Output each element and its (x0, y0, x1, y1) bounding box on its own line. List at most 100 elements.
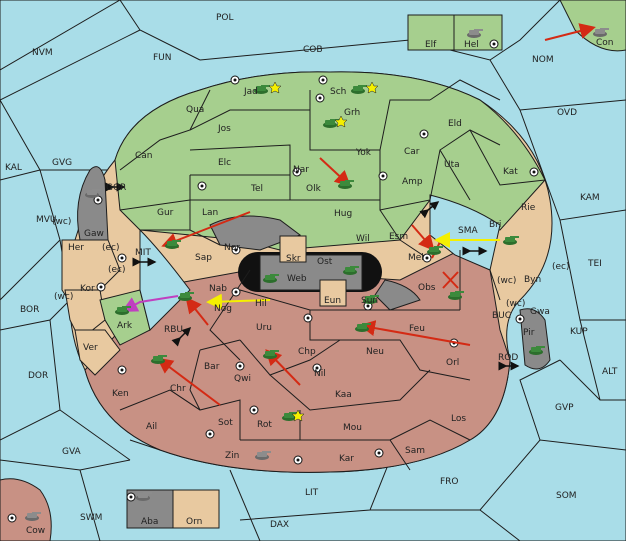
supply-center-marker (515, 314, 525, 324)
province-label-hil: Hil (255, 299, 267, 309)
province-label-nog: Nog (214, 304, 232, 314)
province-label-rot: Rot (257, 420, 272, 430)
sea-label-rbu: RBU (164, 325, 183, 335)
canal-arrow (171, 326, 192, 347)
province-label-gaw: Gaw (84, 229, 104, 239)
province-skr[interactable] (279, 235, 307, 263)
main-continent (61, 71, 553, 473)
province-label-hel: Hel (464, 40, 479, 50)
province-label-obs: Obs (418, 283, 436, 293)
province-eun[interactable] (319, 279, 347, 307)
coast-label: (wc) (506, 299, 525, 309)
province-label-bar: Bar (204, 362, 220, 372)
supply-center-marker (312, 363, 322, 373)
province-label-los: Los (451, 414, 466, 424)
sea-label-fun: FUN (153, 53, 172, 63)
sea-label-pol: POL (216, 13, 234, 23)
province-label-orn: Orn (186, 517, 202, 527)
sea-label-lit: LIT (305, 488, 319, 498)
province-label-olk: Olk (306, 184, 322, 194)
sea-labels: POL NVM FUN COB NOM OVD KAL GVG KAM MVU … (5, 13, 618, 530)
province-label-kat: Kat (503, 167, 518, 177)
supply-center-marker (489, 39, 499, 49)
sea-label-kam: KAM (580, 193, 600, 203)
sea-label-nvm: NVM (32, 48, 53, 58)
units (25, 28, 609, 521)
sea-label-bor: BOR (20, 305, 39, 315)
province-label-eun: Eun (324, 296, 341, 306)
province-label-aba: Aba (141, 517, 158, 527)
supply-center-marker (230, 75, 240, 85)
supply-center-marker (303, 313, 313, 323)
sea-label-som: SOM (556, 491, 577, 501)
sea-label-buc: BUC (492, 311, 511, 321)
province-label-tel: Tel (250, 184, 263, 194)
province-label-ver: Ver (83, 343, 98, 353)
province-label-qwi: Qwi (234, 374, 251, 384)
sea-label-alt: ALT (602, 367, 618, 377)
province-label-pir: Pir (523, 328, 535, 338)
province-label-esm: Esm (389, 232, 408, 242)
coast-label: (wc) (497, 276, 516, 286)
province-label-uru: Uru (256, 323, 272, 333)
province-label-skr: Skr (286, 254, 301, 264)
move-order-arrow (185, 296, 209, 326)
supply-center-marker (126, 492, 136, 502)
province-label-eld: Eld (448, 119, 462, 129)
province-label-ail: Ail (146, 422, 157, 432)
province-label-sot: Sot (218, 418, 233, 428)
supply-center-marker (293, 455, 303, 465)
province-label-ost: Ost (317, 257, 333, 267)
province-label-nil: Nil (314, 369, 326, 379)
coast-label: (ec) (108, 265, 126, 275)
province-label-ken: Ken (112, 389, 129, 399)
province-label-elf: Elf (425, 40, 437, 50)
province-label-car: Car (404, 147, 420, 157)
sea-label-sma: SMA (458, 226, 478, 236)
province-pir[interactable] (519, 308, 551, 370)
province-ver[interactable] (74, 329, 121, 376)
province-label-kaa: Kaa (335, 390, 352, 400)
supply-center-marker (96, 282, 106, 292)
sea-label-gvp: GVP (555, 403, 574, 413)
province-label-mou: Mou (343, 423, 362, 433)
province-orn[interactable] (172, 489, 220, 529)
province-label-her: Her (68, 243, 84, 253)
coast-label: (wc) (52, 217, 71, 227)
province-label-can: Can (135, 151, 153, 161)
province-label-sap: Sap (195, 253, 212, 263)
sea-label-gva: GVA (62, 447, 82, 457)
province-label-qua: Qua (186, 105, 204, 115)
sea-label-mvu: MVU (36, 215, 57, 225)
supply-center-marker (422, 253, 432, 263)
province-label-uta: Uta (444, 160, 460, 170)
supply-center-marker (378, 171, 388, 181)
supply-center-marker (529, 167, 539, 177)
sea-label-kup: KUP (570, 327, 588, 337)
province-label-hug: Hug (334, 209, 352, 219)
province-label-neu: Neu (366, 347, 384, 357)
province-label-kar: Kar (339, 454, 354, 464)
province-label-web: Web (287, 274, 307, 284)
sea-label-dax: DAX (270, 520, 289, 530)
dislodged-cross-icon (442, 271, 459, 289)
sea-label-mit: MIT (135, 248, 151, 258)
province-label-rie: Rie (521, 203, 536, 213)
supply-center-marker (117, 253, 127, 263)
move-order-arrow (359, 320, 471, 346)
province-elf[interactable] (407, 14, 455, 51)
province-cow[interactable] (0, 478, 52, 541)
sea-label-ovd: OVD (557, 108, 577, 118)
support-order-arrow (206, 293, 271, 310)
coast-labels: (wc) (ec) (ec) (wc) (wc) (ec) (wc) (52, 217, 570, 309)
province-label-byn: Byn (524, 275, 541, 285)
province-label-kor: Kor (80, 284, 95, 294)
supply-center-marker (315, 93, 325, 103)
province-label-chr: Chr (170, 384, 186, 394)
sea-label-tei: TEI (587, 259, 602, 269)
province-label-sam: Sam (405, 446, 425, 456)
province-label-wil: Wil (356, 234, 370, 244)
province-label-gur: Gur (157, 208, 174, 218)
sea-label-rod: ROD (498, 353, 518, 363)
